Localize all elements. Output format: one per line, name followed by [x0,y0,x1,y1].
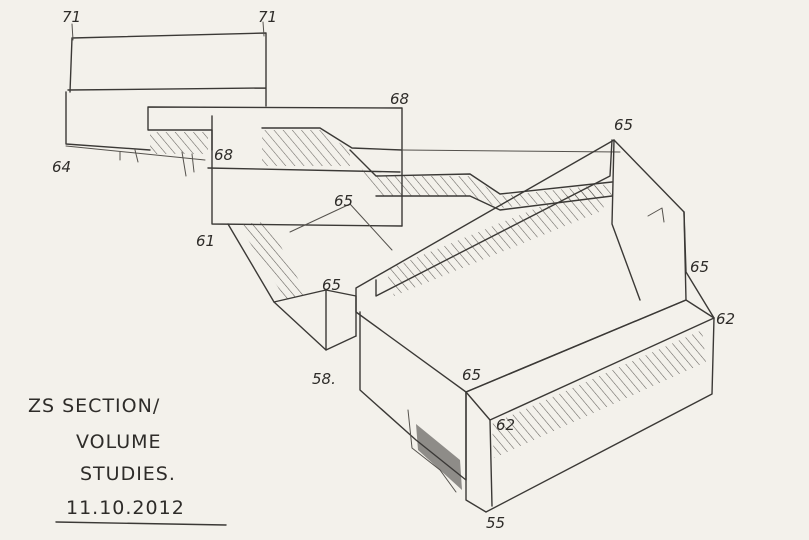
level-label: 61 [196,232,215,250]
date-underline [55,521,227,526]
caption-line: STUDIES. [80,463,176,485]
level-label: 58. [312,370,336,388]
caption-line: VOLUME [76,431,162,453]
level-label: 62 [496,416,515,434]
level-label: 68 [214,146,233,164]
level-label: 55 [486,514,505,532]
level-label: 65 [334,192,353,210]
level-label: 71 [258,8,277,26]
level-label: 65 [322,276,341,294]
caption-date: 11.10.2012 [66,497,185,519]
front-terrace [407,299,715,513]
level-label: 64 [52,158,71,176]
caption-line: ZS SECTION/ [28,395,160,417]
level-label: 65 [462,366,481,384]
upper-block [65,21,267,151]
level-labels: 71 71 68 68 64 61 65 65 58. 65 65 62 65 … [52,8,735,532]
stair-volume [227,203,393,351]
level-label: 65 [614,116,633,134]
level-label: 68 [390,90,409,108]
caption: ZS SECTION/ VOLUME STUDIES. 11.10.2012 [28,395,227,526]
level-label: 65 [690,258,709,276]
level-label: 62 [716,310,735,328]
middle-block [65,106,403,227]
main-volume [355,139,715,481]
level-label: 71 [62,8,81,26]
